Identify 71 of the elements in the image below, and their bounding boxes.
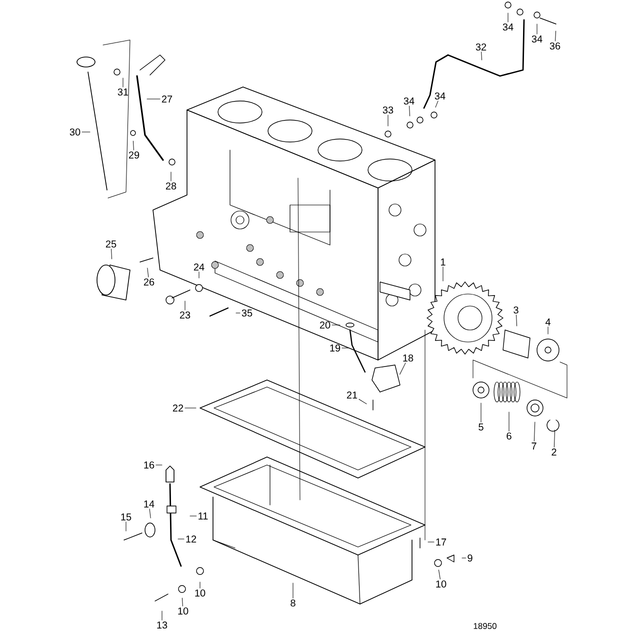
leader-line [442,266,444,282]
leader-line [111,248,112,260]
callout-number: 10 [178,607,188,615]
callout-number: 7 [532,442,536,450]
callout-number: 18 [403,354,414,362]
leader-line [534,422,536,442]
leader-line [400,362,406,375]
leader-line [481,52,482,60]
leader-line [332,324,340,326]
leader-line [516,314,518,326]
leader-line [146,98,160,100]
callout-number: 3 [514,306,518,314]
leader-line [170,172,172,182]
callout-number: 10 [436,580,446,588]
callout-number: 29 [128,151,140,159]
callout-number: 6 [506,432,512,440]
callout-number: 2 [552,448,556,456]
callout-number: 24 [194,264,204,270]
callout-number: 14 [144,500,154,508]
callout-number: 20 [320,321,330,329]
leader-line [178,538,184,540]
callout-number: 34 [532,35,542,43]
drawing-number: 18950 [474,623,496,629]
leader-line [536,24,538,34]
callout-number: 34 [434,92,446,100]
callout-number: 1 [441,258,446,266]
callout-number: 25 [106,240,116,248]
leader-line [508,412,510,432]
leader-line [147,268,149,278]
callout-number: 32 [476,43,486,51]
leader-line [358,399,367,404]
callout-number: 13 [157,621,168,629]
callout-number: 15 [121,514,132,520]
callout-number: 16 [144,461,154,469]
callout-number: 21 [346,392,358,398]
leader-line [555,30,556,42]
leader-line [198,272,200,278]
callout-number: 30 [70,128,80,136]
callout-number: 31 [118,88,128,96]
leader-line [132,140,134,150]
leader-line [182,598,183,606]
callout-number: 36 [550,42,560,50]
leader-line [554,430,556,448]
leader-line [438,570,440,580]
callout-number: 27 [162,96,172,102]
leader-line [480,402,482,422]
callout-number: 5 [478,424,484,430]
callout-number: 10 [195,589,206,597]
callout-number: 11 [198,512,208,520]
callout-number: 22 [172,404,184,412]
callout-number: 19 [330,344,340,352]
leader-line [122,78,124,88]
callout-number: 34 [502,23,514,31]
leader-line [236,312,240,314]
leader-line [156,464,162,466]
leader-line [292,582,294,598]
callout-number: 4 [545,318,550,326]
leader-line [435,100,438,108]
callout-number: 9 [468,554,472,562]
leader-line [184,300,186,310]
callout-number: 17 [436,538,446,546]
callout-number: 8 [290,599,296,607]
leader-line [409,106,410,116]
callout-number: 33 [382,106,394,114]
callout-number: 34 [404,97,414,105]
callout-number: 23 [180,311,190,319]
callout-number: 35 [242,309,252,317]
callout-number: 28 [166,182,176,190]
callout-number: 26 [144,278,154,286]
leader-line [149,508,151,518]
callout-number: 12 [186,536,196,542]
